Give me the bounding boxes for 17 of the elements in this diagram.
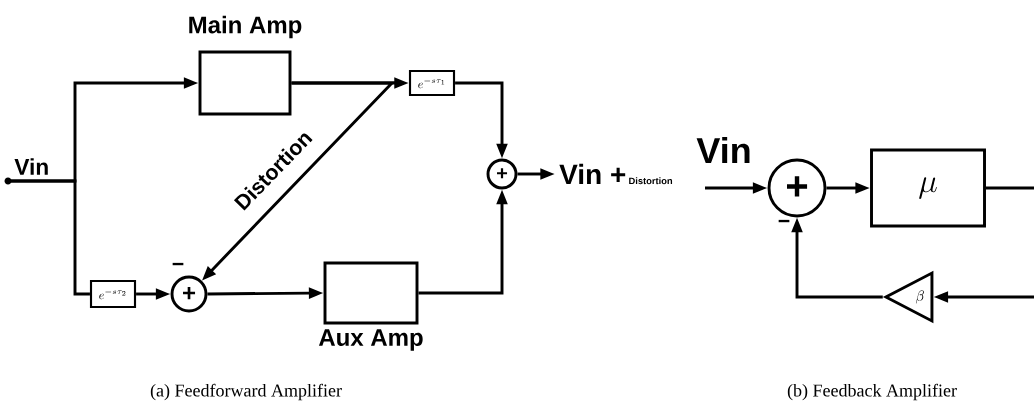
- sign-label: −: [172, 262, 184, 266]
- delay-box: $e^{-s\tau_2}$: [89, 279, 137, 309]
- node-label: Main Amp: [189, 15, 302, 39]
- vin-label: Vin: [696, 136, 750, 164]
- summing-junction: +: [486, 158, 518, 190]
- delay-box: $e^{-s\tau_1}$: [408, 69, 456, 97]
- sign-label: −: [778, 219, 790, 223]
- amplifier-box: Aux Amp: [318, 261, 423, 351]
- node-label: Vin: [14, 158, 48, 175]
- gain-box: $\mu$: [870, 148, 986, 228]
- caption: (a) Feedforward Amplifier: [150, 383, 342, 401]
- node-label: Aux Amp: [318, 329, 423, 351]
- amplifier-box: Main Amp: [189, 15, 302, 116]
- caption: (b) Feedback Amplifier: [787, 383, 957, 401]
- summing-junction: +: [170, 275, 208, 313]
- input-terminal: Vin: [4, 158, 48, 185]
- summing-junction: +: [767, 158, 827, 218]
